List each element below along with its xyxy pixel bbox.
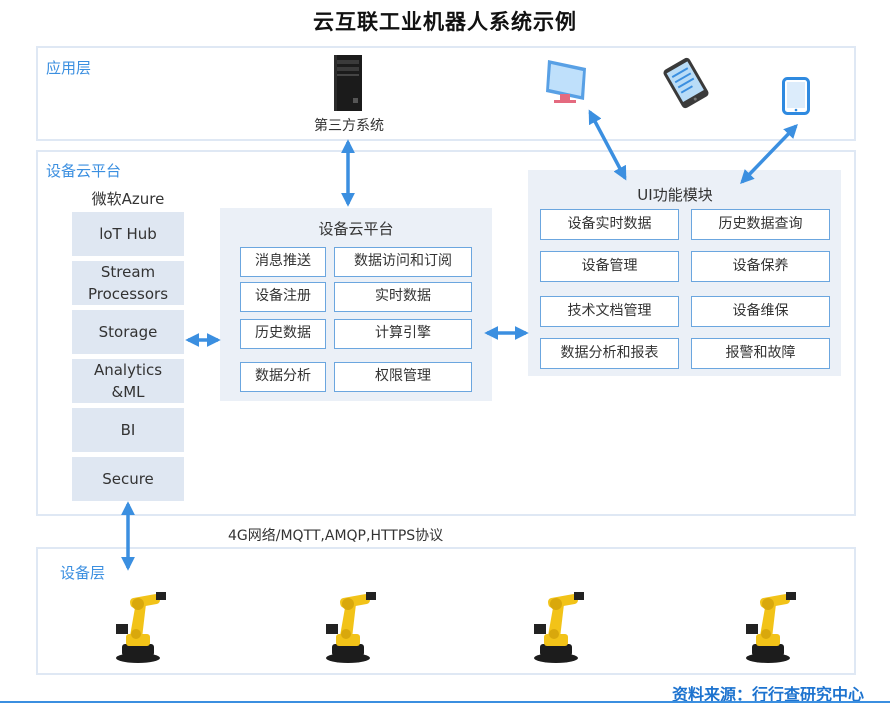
- ui-item-alarms-faults: 报警和故障: [691, 338, 830, 369]
- industrial-robot-icon: [116, 592, 166, 663]
- azure-item-storage: Storage: [72, 310, 184, 354]
- monitor-icon: [546, 60, 586, 103]
- bottom-rule: [0, 701, 890, 703]
- tablet-icon: [663, 57, 709, 109]
- azure-item-stream-processors: Stream Processors: [72, 261, 184, 305]
- ui-item-realtime-device-data: 设备实时数据: [540, 209, 679, 240]
- ui-module-title: UI功能模块: [637, 186, 713, 204]
- phone-icon: [782, 77, 810, 115]
- application-layer-panel: [36, 46, 856, 141]
- ui-item-history-query: 历史数据查询: [691, 209, 830, 240]
- azure-item-secure: Secure: [72, 457, 184, 501]
- protocol-label: 4G网络/MQTT,AMQP,HTTPS协议: [228, 528, 444, 544]
- ui-item-tech-doc-management: 技术文档管理: [540, 296, 679, 327]
- module-compute-engine: 计算引擎: [334, 319, 472, 349]
- ui-item-device-management: 设备管理: [540, 251, 679, 282]
- azure-item-bi: BI: [72, 408, 184, 452]
- azure-item-analytics-ml: Analytics &ML: [72, 359, 184, 403]
- module-data-analysis: 数据分析: [240, 362, 326, 392]
- module-history-data: 历史数据: [240, 319, 326, 349]
- ui-item-device-repair: 设备维保: [691, 296, 830, 327]
- device-layer-panel: [36, 547, 856, 675]
- azure-item-iot-hub: loT Hub: [72, 212, 184, 256]
- cloud-platform-title: 设备云平台: [318, 220, 394, 238]
- third-party-system-label: 第三方系统: [314, 118, 384, 134]
- diagram-title: 云互联工业机器人系统示例: [313, 10, 577, 34]
- module-permission-management: 权限管理: [334, 362, 472, 392]
- server-icon: [334, 55, 362, 111]
- module-data-access-subscription: 数据访问和订阅: [334, 247, 472, 277]
- industrial-robot-icon: [534, 592, 584, 663]
- source-credit: 资料来源：行行查研究中心: [671, 685, 864, 704]
- application-layer-label: 应用层: [46, 59, 92, 77]
- device-layer-label: 设备层: [60, 564, 106, 582]
- platform-layer-label: 设备云平台: [46, 162, 122, 180]
- ui-item-device-maintenance: 设备保养: [691, 251, 830, 282]
- module-realtime-data: 实时数据: [334, 282, 472, 312]
- industrial-robot-icon: [746, 592, 796, 663]
- azure-title: 微软Azure: [91, 190, 165, 208]
- module-device-registration: 设备注册: [240, 282, 326, 312]
- industrial-robot-icon: [326, 592, 376, 663]
- ui-item-analysis-reports: 数据分析和报表: [540, 338, 679, 369]
- module-message-push: 消息推送: [240, 247, 326, 277]
